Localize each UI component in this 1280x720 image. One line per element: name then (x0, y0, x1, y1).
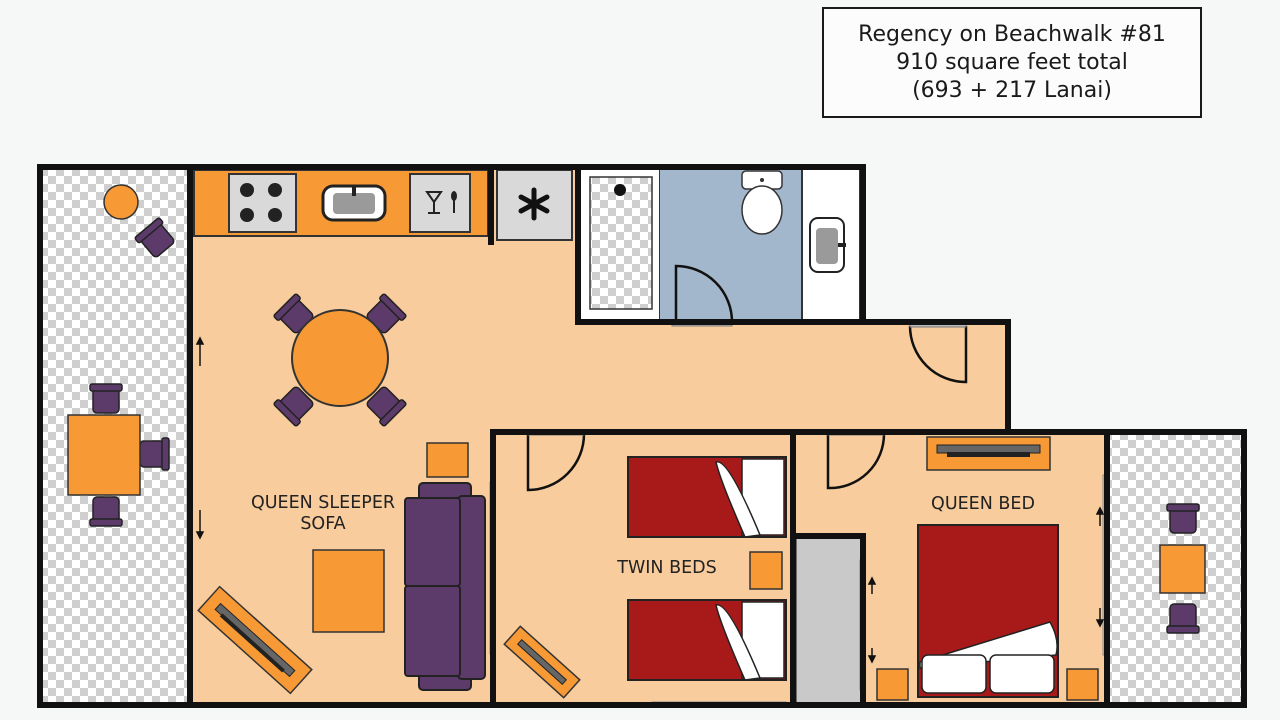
area-breakdown: (693 + 217 Lanai) (912, 77, 1112, 103)
sofa-label-line2: SOFA (300, 514, 346, 534)
tv-console-living (197, 585, 313, 695)
coffee-table (312, 549, 385, 633)
end-table (426, 442, 469, 478)
tv-console-queen (926, 436, 1051, 471)
refrigerator-icon (496, 169, 573, 241)
dishwasher-icon (409, 173, 471, 233)
kitchen-sink-icon (321, 184, 387, 222)
queen-bed-icon (917, 524, 1059, 698)
total-area: 910 square feet total (896, 49, 1128, 75)
lanai-table-set (67, 383, 170, 527)
tv-console-twin (503, 625, 581, 699)
toilet-icon (741, 170, 783, 235)
kitchen-counter (193, 169, 489, 237)
stove-icon (228, 173, 297, 233)
dining-set (272, 292, 408, 428)
nightstand-twin (749, 551, 783, 590)
unit-name: Regency on Beachwalk #81 (858, 21, 1166, 47)
twin-bed-1 (627, 456, 787, 538)
bathroom (577, 166, 861, 323)
walls (37, 164, 1247, 708)
nightstand-queen-right (1066, 668, 1099, 701)
queen-bed-label: QUEEN BED (931, 494, 1035, 514)
sofa-label-line1: QUEEN SLEEPER (250, 493, 396, 513)
twin-beds-label: TWIN BEDS (617, 558, 717, 578)
title-box: Regency on Beachwalk #81 910 square feet… (822, 7, 1202, 118)
lanai-round-table (103, 184, 139, 220)
sofa-label: QUEEN SLEEPER SOFA (238, 493, 408, 535)
door-swings (526, 325, 968, 492)
nightstand-queen-left (876, 668, 909, 701)
twin-bed-2 (627, 599, 787, 681)
closet (793, 534, 865, 707)
right-lanai-table-set (1159, 503, 1206, 634)
sleeper-sofa-icon (404, 482, 486, 691)
bathroom-sink-icon (809, 217, 846, 273)
slide-arrows (195, 336, 1105, 664)
bathroom-door-icon (674, 264, 734, 323)
